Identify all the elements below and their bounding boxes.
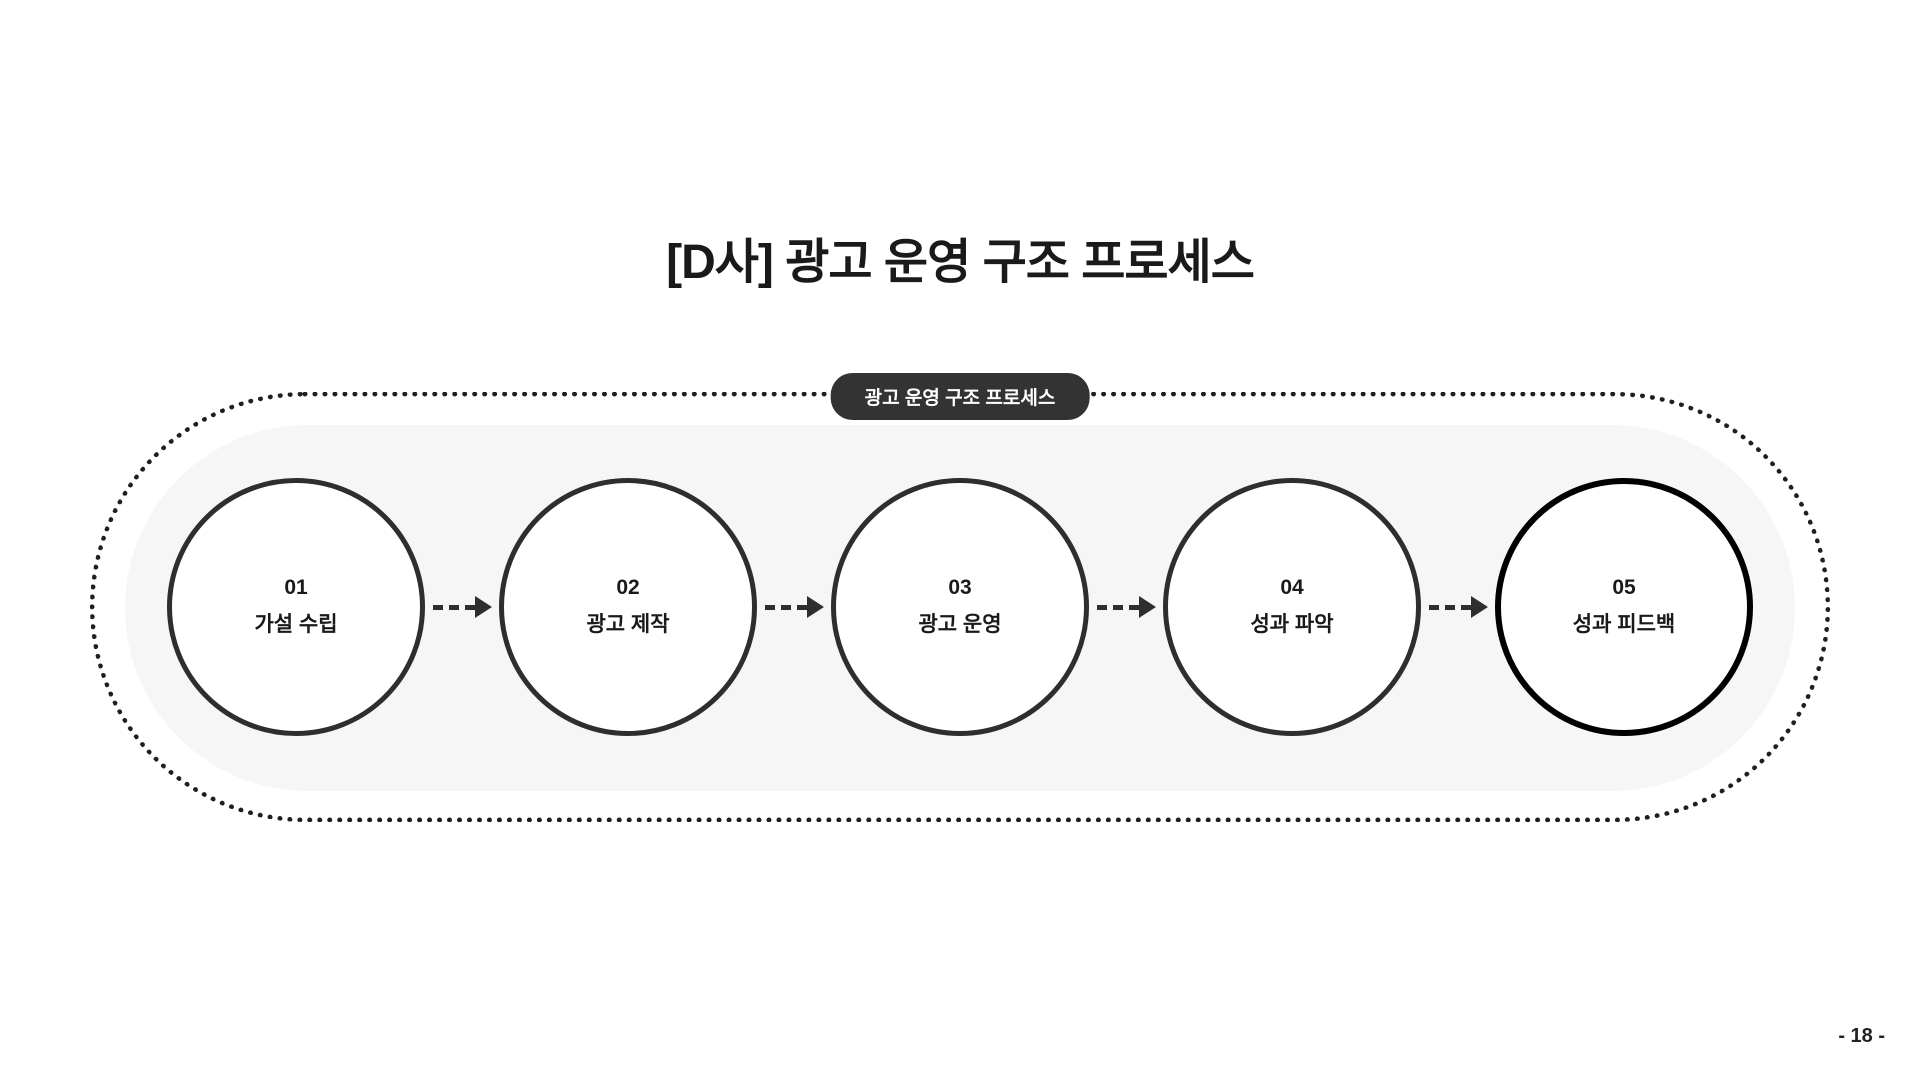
step-number: 05 [1612, 576, 1636, 599]
arrow-dash [1096, 604, 1139, 610]
step-label: 가설 수립 [254, 613, 338, 636]
step-circle-2: 02 광고 제작 [499, 478, 757, 736]
arrow-head [806, 596, 824, 618]
step-circle-4: 04 성과 파악 [1163, 478, 1421, 736]
arrow-dash [1428, 604, 1471, 610]
step-label: 성과 파악 [1250, 613, 1334, 636]
step-number: 02 [616, 576, 640, 599]
arrow-head [1138, 596, 1156, 618]
step-circle-3: 03 광고 운영 [831, 478, 1089, 736]
steps-row: 01 가설 수립 02 광고 제작 03 광고 운영 [95, 397, 1825, 817]
step-number: 01 [284, 576, 308, 599]
arrow-right-icon [1089, 596, 1163, 618]
arrow-dash [432, 604, 475, 610]
step-label: 광고 운영 [918, 613, 1002, 636]
page-title: [D사] 광고 운영 구조 프로세스 [666, 236, 1255, 289]
arrow-right-icon [425, 596, 499, 618]
step-circle-5: 05 성과 피드백 [1495, 478, 1753, 736]
step-number: 03 [948, 576, 972, 599]
arrow-dash [764, 604, 807, 610]
step-number: 04 [1280, 576, 1304, 599]
arrow-right-icon [1421, 596, 1495, 618]
step-label: 광고 제작 [586, 613, 670, 636]
arrow-head [474, 596, 492, 618]
process-diagram: 광고 운영 구조 프로세스 01 가설 수립 02 광고 제작 03 광 [90, 373, 1830, 822]
arrow-right-icon [757, 596, 831, 618]
arrow-head [1470, 596, 1488, 618]
step-label: 성과 피드백 [1572, 613, 1676, 636]
page-number: - 18 - [1838, 1025, 1885, 1047]
process-label-pill: 광고 운영 구조 프로세스 [830, 373, 1090, 420]
step-circle-1: 01 가설 수립 [167, 478, 425, 736]
